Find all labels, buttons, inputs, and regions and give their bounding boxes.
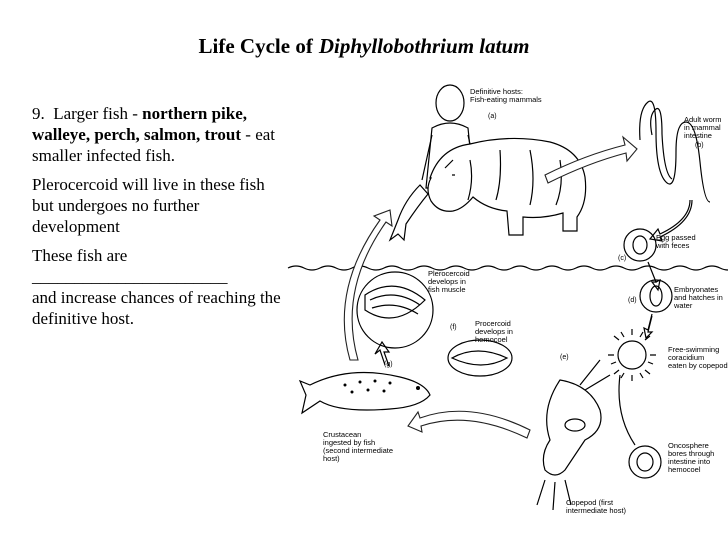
label-adult-3: intestine: [684, 131, 712, 140]
label-plerocercoid-3: fish muscle: [428, 285, 466, 294]
title-species: Diphyllobothrium latum: [318, 34, 530, 58]
step-number: 9.: [32, 104, 45, 123]
arrow-worm-to-egg: [648, 199, 693, 242]
label-adult-2: in mammal: [684, 123, 721, 132]
fish-role-line1: These fish are: [32, 246, 128, 265]
coracidium: [608, 329, 656, 381]
arrow-egg-to-embryo: [647, 261, 661, 292]
label-definitive-hosts-1: Definitive hosts:: [470, 87, 523, 96]
label-definitive-hosts-2: Fish-eating mammals: [470, 95, 542, 104]
label-procercoid-1: Procercoid: [475, 319, 511, 328]
label-crustacean-2: ingested by fish: [323, 438, 375, 447]
arrow-copepod-to-fish: [407, 410, 531, 439]
salmon-fish: [298, 371, 431, 415]
step-paragraph: 9. Larger fish - northern pike, walleye,…: [32, 103, 284, 166]
arrow-bear-to-worm: [544, 135, 638, 184]
label-crustacean-1: Crustacean: [323, 430, 361, 439]
arrow-fish-to-plerocercoid: [374, 340, 391, 367]
panel-c: (c): [618, 255, 626, 262]
plerocercoid-paragraph: Plerocercoid will live in these fish but…: [32, 175, 265, 236]
label-egg-2: with feces: [655, 241, 690, 250]
step-rest: - eat smaller infected fish.: [32, 125, 276, 165]
label-procercoid-2: develops in: [475, 327, 513, 336]
arrow-embryo-to-coracidium: [643, 313, 654, 340]
label-crustacean-4: host): [323, 454, 340, 463]
arrow-coracidium-to-oncosphere: [618, 374, 636, 446]
label-embryonates-1: Embryonates: [674, 285, 718, 294]
label-oncosphere-3: intestine into: [668, 457, 710, 466]
embryonated-egg: [639, 279, 673, 313]
label-egg-1: Egg passed: [656, 233, 696, 242]
label-oncosphere-2: bores through: [668, 449, 714, 458]
water-line: [287, 265, 728, 271]
label-oncosphere-4: hemocoel: [668, 465, 701, 474]
label-procercoid-3: hemocoel: [475, 335, 508, 344]
label-copepod-1: Copepod (first: [566, 498, 614, 507]
title-prefix: Life Cycle of: [198, 34, 313, 58]
bear-figure: [427, 137, 587, 236]
label-coracidium-1: Free-swimming: [668, 345, 719, 354]
panel-b: (b): [695, 142, 704, 149]
label-adult-1: Adult worm: [684, 115, 722, 124]
label-embryonates-3: water: [673, 301, 693, 310]
fish-role-paragraph: These fish are _______________________and…: [32, 245, 284, 329]
explanation-text: 9. Larger fish - northern pike, walleye,…: [32, 103, 284, 337]
adult-worm: [639, 100, 711, 203]
caught-fish: [388, 184, 429, 242]
step-lead: Larger fish -: [53, 104, 138, 123]
label-copepod-2: intermediate host): [566, 506, 627, 515]
panel-d: (d): [628, 297, 637, 304]
label-crustacean-3: (second intermediate: [323, 446, 393, 455]
procercoid: [447, 339, 513, 377]
plerocercoid: [356, 271, 434, 349]
label-embryonates-2: and hatches in: [674, 293, 723, 302]
oncosphere: [628, 445, 662, 479]
label-plerocercoid-1: Plerocercoid: [428, 269, 470, 278]
panel-f: (f): [450, 324, 457, 331]
label-plerocercoid-2: develops in: [428, 277, 466, 286]
label-coracidium-2: coracidium: [668, 353, 704, 362]
copepod: [536, 359, 611, 511]
panel-a: (a): [488, 113, 497, 120]
label-coracidium-3: eaten by copepod: [668, 361, 728, 370]
fill-in-blank: _______________________: [32, 267, 228, 286]
panel-g: (g): [384, 361, 393, 368]
arrow-fish-to-bear: [343, 209, 393, 361]
panel-e: (e): [560, 354, 569, 361]
label-oncosphere-1: Oncosphere: [668, 441, 709, 450]
fish-role-line2: and increase chances of reaching the def…: [32, 288, 281, 328]
step-fish-list: northern pike, walleye, perch, salmon, t…: [32, 104, 247, 144]
egg-stage: [623, 228, 657, 262]
